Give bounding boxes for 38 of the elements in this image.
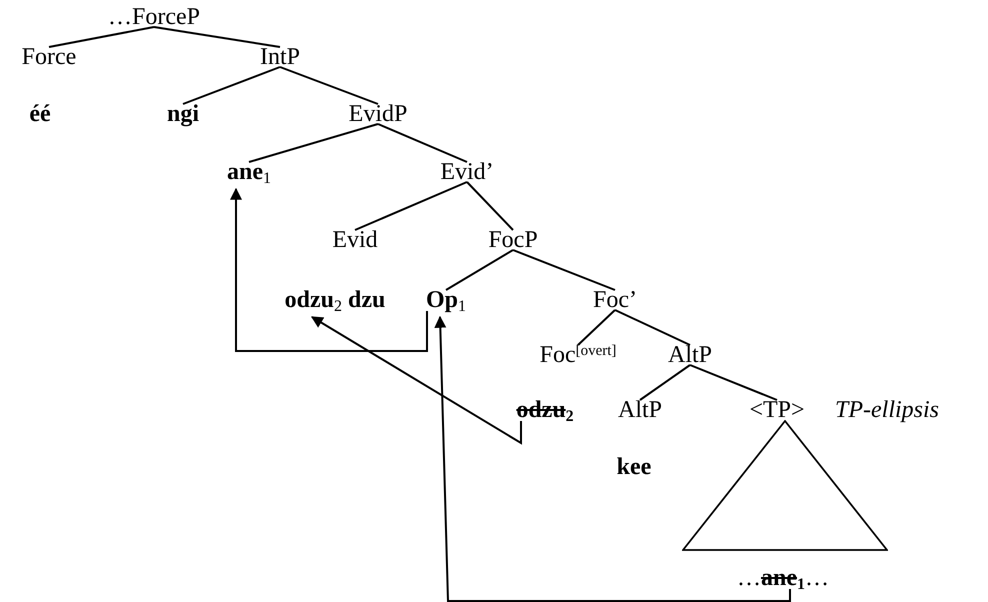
tree-node-label: odzu$_{2}$ dzu xyxy=(284,287,386,313)
tree-branch-line xyxy=(280,66,378,105)
tree-node-label: Evid’ xyxy=(440,159,494,185)
tree-node-label: Force xyxy=(22,44,76,70)
deleted-copy-word: …ane$_{1}$… xyxy=(737,565,829,591)
tree-node-label: AltP xyxy=(618,397,662,423)
tree-node-label: EvidP xyxy=(348,101,408,127)
word-label: ngi xyxy=(167,101,199,127)
tree-node-label: …ForceP xyxy=(108,4,200,30)
movement-arrow xyxy=(434,316,791,602)
movement-arrow xyxy=(230,188,428,352)
word-label: éé xyxy=(29,101,51,127)
tree-node-label: FocP xyxy=(488,227,538,253)
tree-branch-line xyxy=(154,26,280,48)
word-label: kee xyxy=(616,454,652,480)
tree-node-label: Foc’ xyxy=(593,287,637,313)
tree-branch-line xyxy=(445,249,514,291)
tree-node-label: Foc$^{[overt]}$ xyxy=(540,342,616,368)
ellipsis-note: TP-ellipsis xyxy=(835,397,940,423)
tree-branch-line xyxy=(466,181,514,231)
tree-branch-line xyxy=(639,364,691,401)
movement-arrow xyxy=(310,316,522,445)
tree-branch-line xyxy=(577,309,616,346)
tree-node-label: <TP> xyxy=(749,397,805,423)
tree-node-label: IntP xyxy=(260,44,300,70)
tree-branch-line xyxy=(378,123,468,163)
tree-branch-line xyxy=(512,249,616,291)
tree-branch-line xyxy=(354,181,468,231)
tree-node-label: AltP xyxy=(668,342,712,368)
tree-branch-line xyxy=(614,309,690,346)
tree-node-label: ane$_{1}$ xyxy=(227,159,271,185)
deleted-copy-word: odzu$_{2}$ xyxy=(516,397,574,423)
tree-node-label: Op$_{1}$ xyxy=(426,287,466,313)
tree-branch-line xyxy=(48,26,154,48)
tree-branch-line xyxy=(182,66,280,105)
tree-branch-line xyxy=(690,364,778,401)
tree-branch-line xyxy=(248,123,378,163)
tree-node-label: Evid xyxy=(332,227,378,253)
